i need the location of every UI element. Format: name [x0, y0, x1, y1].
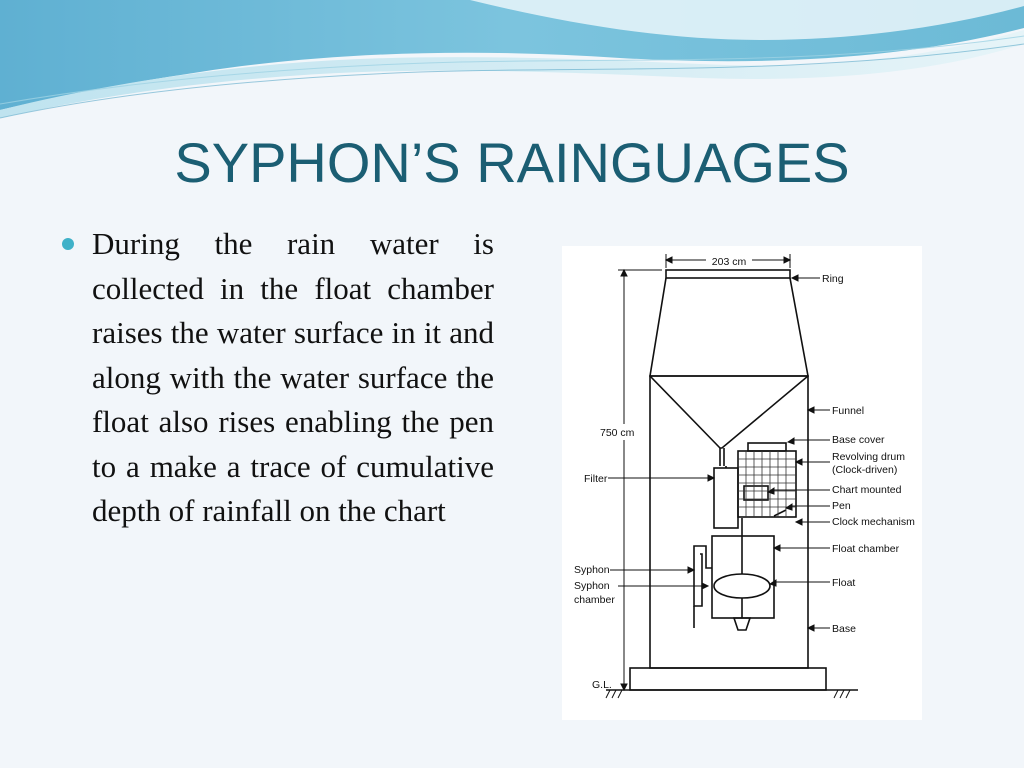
float-shape: [713, 573, 771, 599]
syphon-chamber-sublabel: chamber: [574, 594, 615, 606]
syphon-chamber-label: Syphon: [574, 580, 610, 592]
funnel-shape: [649, 375, 809, 449]
ring-label: Ring: [822, 273, 844, 285]
float-label: Float: [832, 577, 855, 589]
raingauge-diagram-svg: 203 cm 750 cm G.L. Ring Funnel Base cove…: [574, 254, 915, 699]
bullet-item: During the rain water is collected in th…: [92, 226, 494, 528]
float-chamber-label: Float chamber: [832, 543, 900, 555]
ring-shape: [665, 269, 791, 279]
float-chamber-shape: [711, 535, 775, 619]
base-cover-label: Base cover: [832, 434, 885, 446]
funnel-label: Funnel: [832, 405, 864, 417]
chart-mounted-shape: [743, 485, 769, 501]
collector-cone: [649, 277, 809, 377]
bullet-point-icon: [62, 238, 74, 250]
pen-label: Pen: [832, 500, 851, 512]
syphon-pipe: [693, 545, 712, 607]
header-wave-banner: [0, 0, 1024, 119]
bullet-list: During the rain water is collected in th…: [62, 222, 494, 534]
ground-level-label: G.L.: [592, 679, 612, 691]
dimension-width-label: 203 cm: [712, 256, 747, 268]
gauge-body: [649, 375, 809, 669]
syphon-label: Syphon: [574, 564, 610, 576]
dimension-height-label: 750 cm: [600, 427, 635, 439]
base-label: Base: [832, 623, 856, 635]
revolving-drum-sublabel: (Clock-driven): [832, 464, 897, 476]
drum-chart-grid: [738, 451, 796, 517]
revolving-drum-label: Revolving drum: [832, 451, 905, 463]
raingauge-diagram: 203 cm 750 cm G.L. Ring Funnel Base cove…: [562, 246, 922, 720]
clock-mechanism-label: Clock mechanism: [832, 516, 915, 528]
filter-label: Filter: [584, 473, 608, 485]
slide-title: SYPHON’S RAINGUAGES: [174, 131, 850, 194]
filter-shape: [713, 467, 739, 529]
chart-mounted-label: Chart mounted: [832, 484, 902, 496]
base-plate: [629, 667, 827, 691]
